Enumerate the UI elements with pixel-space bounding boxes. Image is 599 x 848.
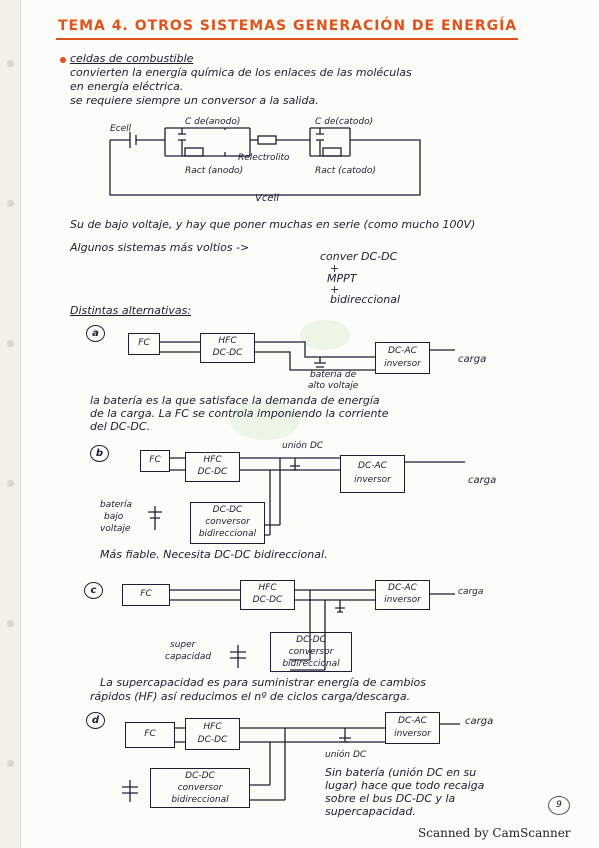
intro-line: se requiere siempre un conversor a la sa…	[70, 94, 319, 107]
carga-label: carga	[458, 354, 487, 365]
battery-label: batería	[100, 500, 133, 510]
scanner-watermark: Scanned by CamScanner	[418, 826, 571, 840]
intro-line: convierten la energía química de los enl…	[70, 66, 412, 79]
r-anode-label: Ract (anodo)	[185, 166, 244, 176]
alt-d-desc: Sin batería (unión DC en su	[325, 766, 477, 779]
union-dc-label: unión DC	[282, 441, 324, 451]
page-number: 9	[548, 796, 570, 815]
alt-b-marker: b	[90, 445, 109, 462]
hfc-dcdc-block: HFC DC-DC	[240, 580, 295, 610]
alt-c-desc: rápidos (HF) así reducimos el nº de cicl…	[90, 690, 411, 703]
battery-label: alto voltaje	[308, 381, 359, 391]
carga-label: carga	[465, 716, 494, 727]
page-title: TEMA 4. OTROS SISTEMAS GENERACIÓN DE ENE…	[58, 18, 518, 34]
battery-label: voltaje	[100, 524, 131, 534]
green-smudge	[230, 400, 300, 440]
binder-hole	[7, 480, 14, 487]
c-anode-label: C de(anodo)	[185, 117, 241, 127]
r-cathode-label: Ract (catodo)	[315, 166, 376, 176]
inverter-block: DC-AC inversor	[375, 580, 430, 610]
plus-sign: +	[330, 283, 340, 296]
alternatives-heading: Distintas alternativas:	[70, 304, 192, 317]
alt-a-desc: del DC-DC.	[90, 420, 151, 433]
bidirectional-converter-block: DC-DC conversor bidireccional	[190, 502, 265, 544]
supercap-label: super	[170, 640, 196, 650]
alt-d-marker: d	[86, 712, 105, 729]
voltage-line: Su de bajo voltaje, y hay que poner much…	[70, 218, 476, 231]
intro-line: en energía eléctrica.	[70, 80, 184, 93]
hfc-dcdc-block: HFC DC-DC	[185, 718, 240, 750]
alt-d-desc: lugar) hace que todo recaiga	[325, 779, 485, 792]
vcell-label: Vcell	[255, 193, 280, 204]
notebook-margin	[0, 0, 21, 848]
battery-label: batería de	[310, 370, 357, 380]
binder-hole	[7, 620, 14, 627]
carga-label: carga	[468, 475, 497, 486]
binder-hole	[7, 340, 14, 347]
inverter-block: DC-AC inversor	[340, 455, 405, 493]
fc-block: FC	[122, 584, 170, 606]
bullet-dot	[60, 57, 66, 63]
title-underline	[56, 38, 518, 40]
battery-label: bajo	[104, 512, 124, 522]
converter-item: conver DC-DC	[320, 250, 398, 263]
alt-a-marker: a	[86, 325, 105, 342]
binder-hole	[7, 200, 14, 207]
converter-item: MPPT	[327, 272, 357, 285]
bidirectional-converter-block: DC-DC conversor bidireccional	[270, 632, 352, 672]
voltage-line: Algunos sistemas más voltios ->	[70, 241, 250, 254]
binder-hole	[7, 60, 14, 67]
intro-heading: celdas de combustible	[70, 52, 194, 65]
plus-sign: +	[330, 262, 340, 275]
alt-d-desc: supercapacidad.	[325, 805, 416, 818]
alt-b-desc: Más fiable. Necesita DC-DC bidireccional…	[100, 548, 328, 561]
inverter-block: DC-AC inversor	[385, 712, 440, 744]
alt-c-marker: c	[84, 582, 103, 599]
union-dc-label: unión DC	[325, 750, 367, 760]
ecell-label: Ecell	[110, 124, 132, 134]
alt-c-desc: La supercapacidad es para suministrar en…	[100, 676, 427, 689]
supercap-label: capacidad	[165, 652, 212, 662]
green-smudge	[300, 320, 350, 350]
converter-item: bidireccional	[330, 293, 401, 306]
fc-block: FC	[125, 722, 175, 748]
alt-a-desc: la batería es la que satisface la demand…	[90, 394, 380, 407]
alt-d-desc: sobre el bus DC-DC y la	[325, 792, 456, 805]
fc-block: FC	[128, 333, 160, 355]
hfc-dcdc-block: HFC DC-DC	[200, 333, 255, 363]
r-electrolito-label: Relectrolito	[238, 153, 290, 163]
inverter-block: DC-AC inversor	[375, 342, 430, 374]
fc-block: FC	[140, 450, 170, 472]
c-cathode-label: C de(catodo)	[315, 117, 374, 127]
binder-hole	[7, 760, 14, 767]
carga-label: carga	[458, 587, 484, 597]
alt-a-desc: de la carga. La FC se controla imponiend…	[90, 407, 389, 420]
hfc-dcdc-block: HFC DC-DC	[185, 452, 240, 482]
bidirectional-converter-block: DC-DC conversor bidireccional	[150, 768, 250, 808]
